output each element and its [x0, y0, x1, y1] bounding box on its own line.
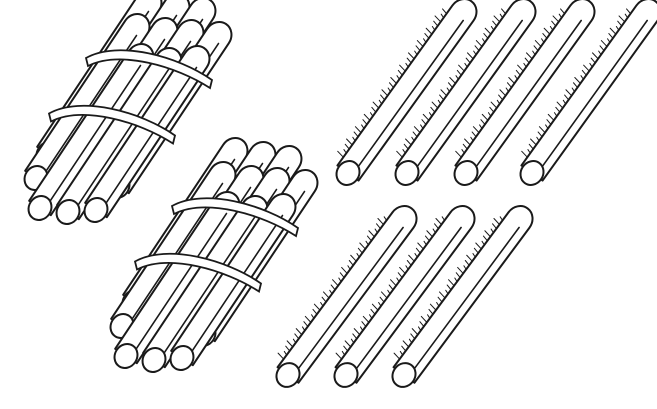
single-stick — [335, 0, 478, 186]
single-stick — [394, 0, 537, 186]
bundle-band — [133, 252, 263, 293]
bundle-of-ten-sticks-1 — [23, 0, 233, 225]
bundle-band — [170, 197, 300, 238]
single-stick — [333, 205, 476, 388]
bundled-stick — [141, 194, 269, 373]
single-sticks-group — [275, 0, 657, 388]
bundle-band — [47, 104, 177, 145]
single-stick — [453, 0, 596, 186]
single-stick — [391, 205, 534, 388]
single-stick — [275, 205, 418, 388]
bundle-band — [84, 49, 214, 90]
bundled-stick — [169, 192, 297, 371]
bundle-of-ten-sticks-2 — [109, 136, 319, 373]
single-stick — [519, 0, 657, 186]
bundled-stick — [83, 44, 211, 223]
